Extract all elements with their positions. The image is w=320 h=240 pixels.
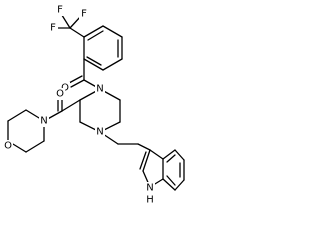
- fluorine-atom-right: F: [81, 9, 87, 20]
- fluorine-atom-top: F: [57, 5, 63, 16]
- atom-labels: F F F O O N N N O N H: [3, 4, 155, 206]
- oxygen-atom-benzoyl: O: [61, 83, 69, 94]
- chemical-structure-diagram: F F F O O N N N O N H: [3, 4, 185, 206]
- hydrogen-atom-indole: H: [146, 195, 154, 206]
- nitrogen-atom-piperazine-bottom: N: [96, 127, 103, 138]
- morpholine-carbonyl: [43, 96, 81, 122]
- ethyl-linker: [99, 131, 151, 151]
- nitrogen-atom-morpholine: N: [40, 116, 47, 127]
- morpholine-ring: [7, 109, 45, 153]
- nitrogen-atom-indole: N: [146, 183, 153, 194]
- fluorine-atom-left: F: [50, 23, 56, 34]
- oxygen-atom-morpholine: O: [4, 141, 12, 152]
- oxygen-atom-amide: O: [56, 89, 64, 100]
- benzene-ring: [83, 25, 123, 71]
- nitrogen-atom-piperazine-top: N: [96, 84, 103, 95]
